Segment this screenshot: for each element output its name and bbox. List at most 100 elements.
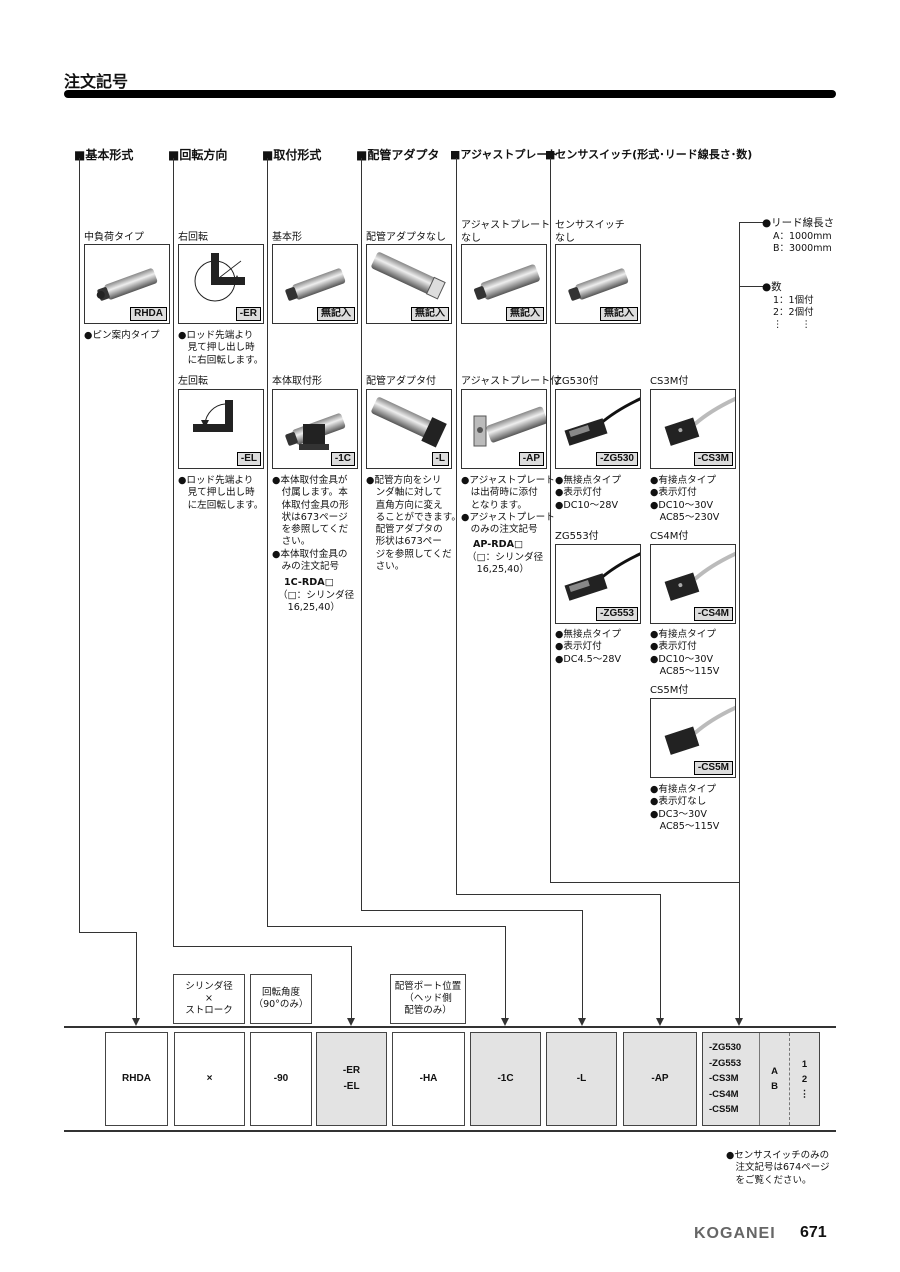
sensor-cs5m-label: CS5M付: [650, 685, 689, 696]
adjust-with-order-note: （□：シリンダ径 16,25,40）: [467, 552, 544, 576]
rotation-left-image: -EL: [178, 389, 264, 469]
leader-line: [739, 286, 763, 287]
sensor-zg553-image: -ZG553: [555, 544, 641, 624]
order-box-mounting: -1C: [470, 1032, 541, 1126]
sensor-zg553-note: ●無接点タイプ ●表示灯付 ●DC4.5～28V: [555, 629, 622, 665]
code-cs3m: -CS3M: [693, 452, 733, 466]
rotation-right-label: 右回転: [178, 232, 208, 243]
header-adapter: 配管アダプタ: [356, 146, 439, 163]
mount-body-label: 本体取付形: [272, 376, 322, 387]
qty-codes: 1 2 ⋮: [789, 1033, 819, 1125]
leader-line: [173, 946, 351, 947]
code-none: 無記入: [600, 307, 638, 321]
header-sensor: センサスイッチ(形式･リード線長さ･数): [545, 146, 752, 162]
leader-line: [505, 926, 506, 1020]
code-none: 無記入: [506, 307, 544, 321]
adjust-none-image: 無記入: [461, 244, 547, 324]
sensor-switch-icon: [664, 705, 735, 755]
adapter-with-image: -L: [366, 389, 452, 469]
cylinder-image: RHDA: [84, 244, 170, 324]
rotation-left-label: 左回転: [178, 376, 208, 387]
rotation-right-note: ●ロッド先端より 見て押し出し時 に右回転します。: [178, 330, 264, 366]
code-cs5m: -CS5M: [693, 761, 733, 775]
adapter-with-note: ●配管方向をシリ ンダ軸に対して 直角方向に変え ることができます。 配管アダプ…: [366, 475, 461, 573]
mount-body-order-note: （□：シリンダ径 16,25,40）: [278, 590, 355, 614]
code-none: 無記入: [411, 307, 449, 321]
order-box-rotation: -ER -EL: [316, 1032, 387, 1126]
footnote: ●センサスイッチのみの 注文記号は674ページ をご覧ください。: [726, 1150, 830, 1186]
cylinder-icon: [474, 264, 540, 300]
code-el: -EL: [236, 452, 261, 466]
qty-title: ●数: [762, 281, 782, 293]
code-zg553: -ZG553: [596, 607, 638, 621]
sensor-cs5m-image: -CS5M: [650, 698, 736, 778]
rotation-right-image: -ER: [178, 244, 264, 324]
cylinder-icon: [371, 252, 446, 300]
cylinder-with-adapter-icon: [371, 397, 447, 448]
basic-note: ●ピン案内タイプ: [84, 330, 160, 341]
leader-line: [550, 158, 551, 882]
order-box-angle: -90: [250, 1032, 312, 1126]
sensor-cs5m-note: ●有接点タイプ ●表示灯なし ●DC3～30V AC85～115V: [650, 784, 720, 832]
leader-line: [351, 946, 352, 1020]
leader-line: [739, 222, 740, 1020]
code-zg530: -ZG530: [596, 452, 638, 466]
cylinder-icon: [96, 268, 158, 301]
leader-line: [456, 894, 660, 895]
order-box-adjust: -AP: [623, 1032, 697, 1126]
leader-line: [739, 222, 763, 223]
mount-body-note: ●本体取付金具が 付属します。本 体取付金具の形 状は673ページ を参照してく…: [272, 475, 349, 573]
sensor-cs3m-image: -CS3M: [650, 389, 736, 469]
leader-line: [361, 158, 362, 910]
adapter-none-image: 無記入: [366, 244, 452, 324]
qty-more: ⋮ ⋮: [773, 319, 812, 330]
adjust-none-label: アジャストプレート なし: [461, 220, 551, 244]
code-cs4m: -CS4M: [693, 607, 733, 621]
order-box-model: RHDA: [105, 1032, 168, 1126]
adjust-with-note: ●アジャストプレート は出荷時に添付 となります。 ●アジャストプレート のみの…: [461, 475, 555, 536]
order-box-bore: ×: [174, 1032, 245, 1126]
lead-b: B：3000mm: [773, 243, 832, 254]
sensor-switch-icon: [664, 551, 735, 601]
label-port-position: 配管ポート位置 （ヘッド側 配管のみ）: [390, 974, 466, 1024]
leader-line: [267, 158, 268, 926]
sensor-cs4m-note: ●有接点タイプ ●表示灯付 ●DC10～30V AC85～115V: [650, 629, 720, 677]
adjust-with-image: -AP: [461, 389, 547, 469]
leader-line: [136, 932, 137, 1020]
leader-line: [361, 910, 582, 911]
leader-line: [173, 158, 174, 946]
order-box-adapter: -L: [546, 1032, 617, 1126]
header-mounting: 取付形式: [262, 146, 321, 163]
mount-body-image: -1C: [272, 389, 358, 469]
sensor-cs3m-label: CS3M付: [650, 376, 689, 387]
right-rotation-diagram-icon: [194, 253, 245, 302]
cylinder-with-bracket-icon: [285, 413, 346, 450]
qty-one: 1：1個付: [773, 295, 814, 306]
adapter-none-label: 配管アダプタなし: [366, 232, 446, 243]
code-er: -ER: [235, 307, 261, 321]
cylinder-icon: [285, 268, 346, 301]
sensor-switch-icon: [564, 397, 640, 446]
cylinder-with-plate-icon: [473, 406, 546, 447]
leader-line: [456, 158, 457, 894]
sensor-switch-icon: [564, 552, 640, 601]
sensor-zg530-image: -ZG530: [555, 389, 641, 469]
adjust-with-label: アジャストプレート付: [461, 376, 561, 387]
lead-codes: A B: [759, 1033, 789, 1125]
code-l: -L: [431, 452, 449, 466]
header-basic: 基本形式: [74, 146, 133, 163]
order-box-port: -HA: [392, 1032, 465, 1126]
qty-two: 2：2個付: [773, 307, 814, 318]
basic-caption: 中負荷タイプ: [84, 232, 144, 243]
label-bore-stroke: シリンダ径 × ストローク: [173, 974, 245, 1024]
order-bottom-rule: [64, 1130, 836, 1132]
leader-line: [550, 882, 739, 883]
sensor-zg530-note: ●無接点タイプ ●表示灯付 ●DC10～28V: [555, 475, 621, 511]
sensor-zg530-label: ZG530付: [555, 376, 599, 387]
page-number: 671: [800, 1224, 827, 1241]
order-top-rule: [64, 1026, 836, 1028]
lead-title: ●リード線長さ: [762, 217, 835, 229]
rotation-left-note: ●ロッド先端より 見て押し出し時 に左回転します。: [178, 475, 264, 511]
sensor-none-label: センサスイッチ なし: [555, 220, 625, 244]
